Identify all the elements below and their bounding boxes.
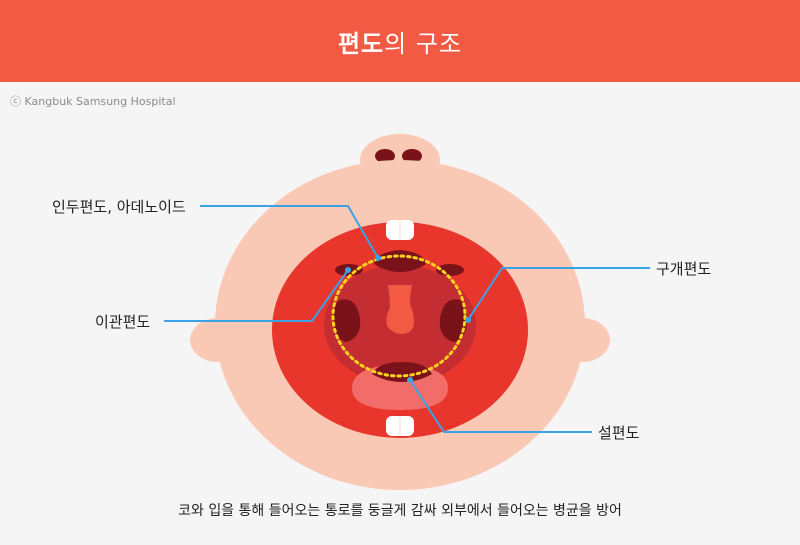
label-adenoid: 인두편도, 아데노이드 xyxy=(52,198,186,216)
copyright-text: ⓒ Kangbuk Samsung Hospital xyxy=(10,95,176,108)
label-palatine: 구개편도 xyxy=(656,260,712,278)
leader-line-palatine xyxy=(467,267,650,321)
leader-line-tubal xyxy=(164,269,349,322)
nostril-right xyxy=(402,149,422,163)
header-bar: 편도의 구조 xyxy=(0,0,800,82)
title-rest: 의 구조 xyxy=(384,29,463,58)
palatine-tonsil-right xyxy=(439,299,467,342)
leader-dot-lingual xyxy=(407,377,413,383)
adenoid-tonsil xyxy=(374,250,426,272)
palatine-tonsil-left xyxy=(333,299,361,342)
leader-line-adenoid xyxy=(200,205,379,259)
lingual-tonsil xyxy=(372,362,432,382)
leader-dot-palatine xyxy=(465,317,471,323)
caption-text: 코와 입을 통해 들어오는 통로를 둥글게 감싸 외부에서 들어오는 병균을 방… xyxy=(178,503,622,519)
tonsil-ring xyxy=(331,254,467,378)
leader-dot-adenoid xyxy=(375,255,381,261)
label-lingual: 설편도 xyxy=(598,424,640,442)
leader-dot-tubal xyxy=(345,267,351,273)
label-tubal: 이관편도 xyxy=(95,313,151,331)
nostril-left xyxy=(375,149,395,163)
uvula xyxy=(386,285,414,334)
leader-line-lingual xyxy=(409,379,592,433)
title-bold: 편도 xyxy=(337,29,385,58)
page-title: 편도의 구조 xyxy=(338,24,462,59)
